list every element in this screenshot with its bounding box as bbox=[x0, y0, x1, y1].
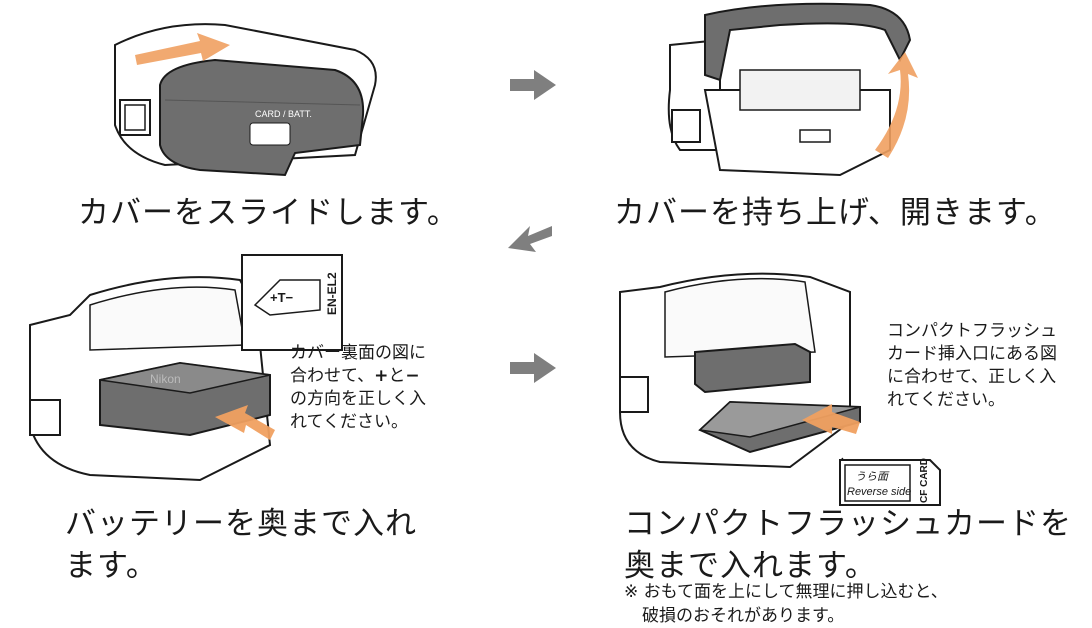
battery-brand: Nikon bbox=[150, 372, 181, 386]
step4-caption-line1: コンパクトフラッシュカードを bbox=[624, 506, 1072, 542]
illustration-insert-battery: Nikon +T− EN-EL2 bbox=[29, 254, 343, 482]
card-note: コンパクトフラッシュ カード挿入口にある図 に合わせて、正しく入 れてください。 bbox=[887, 320, 1057, 412]
arrow-right-icon bbox=[510, 353, 556, 383]
card-note-line4: れてください。 bbox=[887, 390, 1005, 410]
arrow-right-icon bbox=[510, 70, 556, 100]
step4-caption-line2: 奥まで入れます。 bbox=[624, 548, 877, 584]
card-note-line1: コンパクトフラッシュ bbox=[887, 321, 1057, 341]
card-label-inset: うら面 Reverse side CF CARD bbox=[839, 458, 941, 506]
battery-note-line2: 合わせて、+と− bbox=[290, 365, 426, 388]
step2-caption: カバーを持ち上げ、開きます。 bbox=[614, 195, 1057, 231]
illustration-slide-cover: CARD / BATT. bbox=[114, 23, 377, 177]
card-note-line3: に合わせて、正しく入 bbox=[887, 367, 1057, 387]
card-note-line2: カード挿入口にある図 bbox=[887, 344, 1057, 364]
plus-symbol: + bbox=[374, 366, 389, 386]
card-warning-line1: ※ おもて面を上にして無理に押し込むと、 bbox=[624, 582, 948, 602]
cover-label: CARD / BATT. bbox=[255, 109, 312, 119]
battery-note-line4: れてください。 bbox=[290, 412, 408, 432]
card-label-jp: うら面 bbox=[855, 470, 890, 483]
illustration-open-cover bbox=[667, 2, 918, 177]
card-warning: ※ おもて面を上にして無理に押し込むと、 破損のおそれがあります。 bbox=[624, 580, 948, 628]
battery-note-line3: の方向を正しく入 bbox=[290, 389, 426, 409]
battery-note-line2-a: 合わせて、 bbox=[290, 366, 375, 386]
illustration-insert-card bbox=[619, 272, 861, 481]
battery-note: カバー裏面の図に 合わせて、+と− の方向を正しく入 れてください。 bbox=[290, 342, 426, 434]
battery-polarity: +T− bbox=[270, 290, 294, 305]
minus-symbol: − bbox=[405, 366, 420, 386]
card-warning-line2: 破損のおそれがあります。 bbox=[642, 606, 845, 626]
battery-label: EN-EL2 bbox=[325, 272, 339, 315]
card-label-en: Reverse side bbox=[847, 486, 911, 498]
card-side-label: CF CARD bbox=[919, 458, 930, 503]
battery-note-line1: カバー裏面の図に bbox=[290, 343, 426, 363]
step3-caption-line1: バッテリーを奥まで入れ bbox=[65, 506, 417, 542]
step3-caption: バッテリーを奥まで入れ ます。 bbox=[65, 503, 417, 587]
arrow-down-left-icon bbox=[508, 226, 552, 252]
step1-caption: カバーをスライドします。 bbox=[78, 195, 459, 231]
battery-note-to: と bbox=[388, 366, 406, 386]
step3-caption-line2: ます。 bbox=[65, 548, 158, 584]
step4-caption: コンパクトフラッシュカードを 奥まで入れます。 bbox=[624, 503, 1072, 587]
